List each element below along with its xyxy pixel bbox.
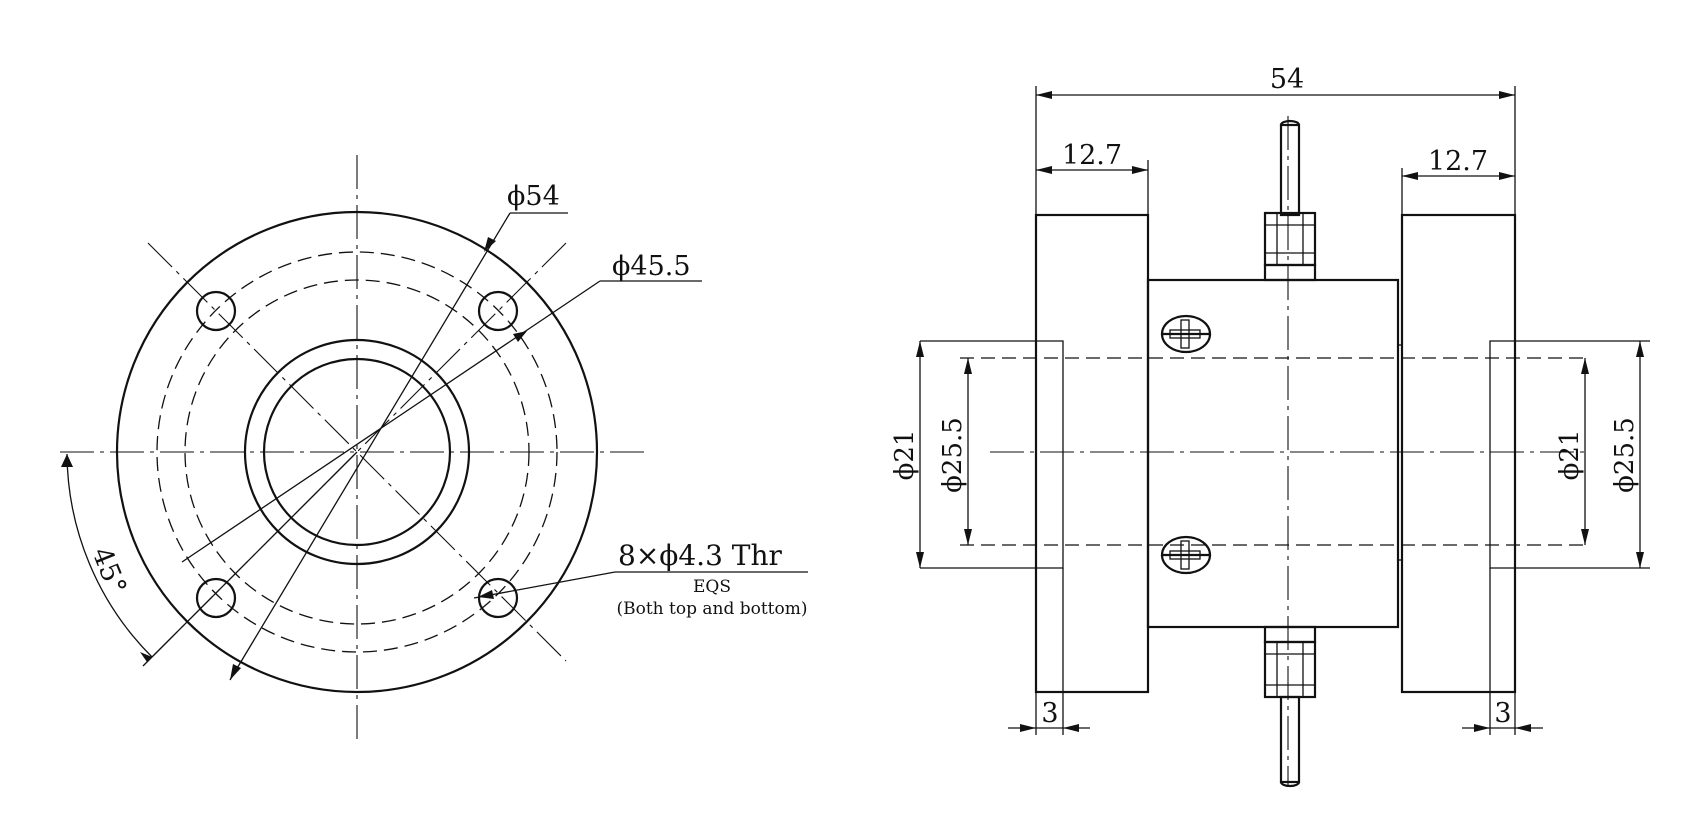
connector-bottom-base [1263, 625, 1317, 644]
right-flange [1400, 213, 1517, 694]
connector-bottom-nut [1263, 640, 1317, 699]
dim127r-label: 12.7 [1428, 146, 1488, 177]
hole-note-detail: (Both top and bottom) [616, 599, 807, 619]
front-centerline-diag-1 [147, 242, 567, 662]
dim255l-label: ϕ25.5 [938, 417, 968, 493]
screw-top [1160, 314, 1212, 354]
dim255r-label: ϕ25.5 [1610, 417, 1640, 493]
cable-bottom-end [1279, 781, 1301, 788]
angle-label: 45° [86, 543, 133, 599]
dim3l-arrow-1 [1020, 724, 1036, 732]
dia54-leader [229, 212, 511, 681]
bolt-hole-bottom-left [195, 577, 237, 619]
sensor-body [1146, 278, 1400, 629]
connector-top-base [1263, 263, 1317, 282]
dim3r-arrow-2 [1515, 724, 1531, 732]
angle-ray [142, 451, 358, 667]
dim21l-label: ϕ21 [890, 430, 920, 481]
dim127l-arrow-right [1132, 166, 1148, 174]
bore-circle [262, 357, 452, 547]
connector-top-nut [1263, 211, 1317, 267]
cable-bottom [1279, 695, 1301, 784]
bolt-circle [184, 279, 530, 625]
dim54-arrow-right [1499, 91, 1515, 99]
dim21r-arrow-bottom [1581, 529, 1589, 545]
dim21r-label: ϕ21 [1555, 430, 1585, 481]
left-recess-outline [920, 340, 1064, 569]
dim255l-arrow-bottom [964, 529, 972, 545]
bolt-hole-bottom-right [477, 577, 519, 619]
dim54-label: 54 [1270, 64, 1304, 95]
dim127r-arrow-left [1402, 172, 1418, 180]
bolt-hole-top-right [477, 290, 519, 332]
dia54-label: ϕ54 [507, 181, 560, 212]
hub-outer-circle [243, 338, 471, 566]
dim3r-label: 3 [1494, 698, 1511, 729]
dim21l-arrow-bottom [916, 552, 924, 568]
dia45-label: ϕ45.5 [612, 251, 691, 282]
dim3r-arrow-1 [1474, 724, 1490, 732]
hole-note-sub: EQS [693, 577, 731, 597]
dim255r-arrow-bottom [1636, 552, 1644, 568]
dim21r-arrow-top [1581, 358, 1589, 374]
angle-arrow-bottom [140, 652, 152, 662]
dim21l-arrow-top [916, 341, 924, 357]
front-view: ϕ54 ϕ45.5 8×ϕ4.3 Thr EQS (Both top and b… [60, 155, 808, 740]
dia45-arrow [513, 331, 527, 342]
left-flange [1034, 213, 1150, 694]
dim255r-arrow-top [1636, 341, 1644, 357]
dim3l-arrow-2 [1063, 724, 1079, 732]
bolt-hole-top-left [195, 290, 237, 332]
dia54-arrow-low [230, 664, 241, 680]
cable-top [1279, 123, 1301, 217]
dim3l-label: 3 [1041, 698, 1058, 729]
dim127l-label: 12.7 [1062, 140, 1122, 171]
dim127l-arrow-left [1036, 166, 1052, 174]
hole-note-arrow [478, 590, 494, 599]
dia45-leader [181, 280, 601, 563]
dim127r-arrow-right [1499, 172, 1515, 180]
angle-arrow-top [61, 454, 73, 467]
cable-top-end [1279, 119, 1301, 126]
outer-flange-circle [115, 210, 599, 694]
dim54-arrow-left [1036, 91, 1052, 99]
pitch-circle-outer [156, 251, 558, 653]
angle-arc [66, 453, 153, 658]
dia54-arrow-high [484, 237, 496, 252]
right-recess-outline [1489, 340, 1650, 569]
hole-note-leader [473, 571, 616, 599]
screw-bottom [1160, 535, 1212, 575]
side-view: 54 12.7 12.7 ϕ21 ϕ25.5 ϕ21 ϕ25.5 [890, 64, 1650, 788]
hole-note-label: 8×ϕ4.3 Thr [618, 539, 783, 572]
dim255l-arrow-top [964, 358, 972, 374]
